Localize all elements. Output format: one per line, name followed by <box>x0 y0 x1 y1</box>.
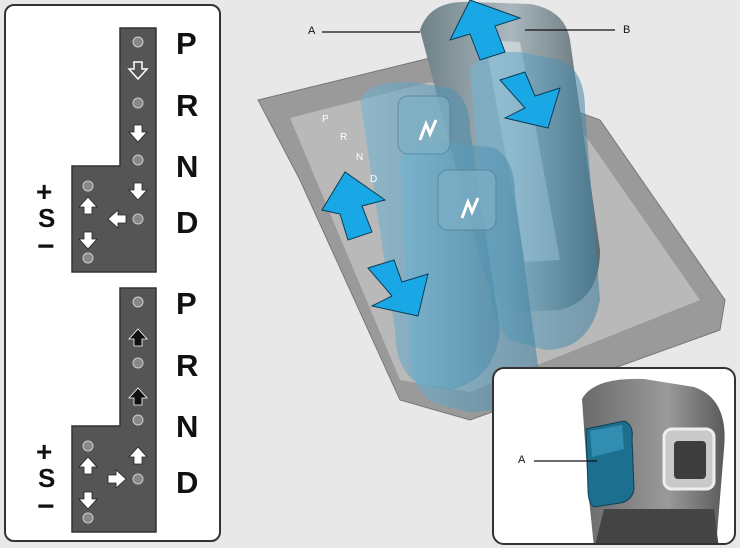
callout-b-label: B <box>623 24 630 36</box>
inset-callout-a-label: A <box>518 454 525 466</box>
callout-a-label: A <box>308 25 315 37</box>
lever-letter: R <box>340 132 347 143</box>
lever-letter: P <box>322 114 329 125</box>
lever-letter: N <box>356 152 363 163</box>
lever-letter: D <box>370 174 377 185</box>
paddle-detail-inset: A <box>492 367 736 545</box>
paddle-illustration <box>494 369 736 545</box>
